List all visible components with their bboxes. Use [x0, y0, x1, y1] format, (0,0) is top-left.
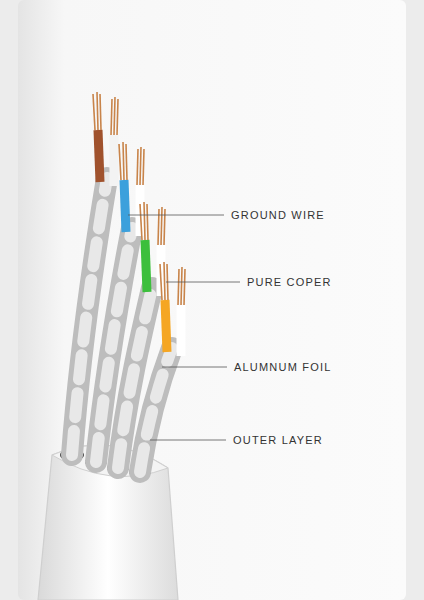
panel: [18, 0, 406, 600]
part-label: OUTER LAYER: [233, 433, 323, 447]
part-label: GROUND WIRE: [231, 208, 325, 222]
leader-lines: [128, 215, 240, 440]
part-label: ALUMNUM FOIL: [234, 360, 332, 374]
part-label: PURE COPER: [247, 275, 332, 289]
